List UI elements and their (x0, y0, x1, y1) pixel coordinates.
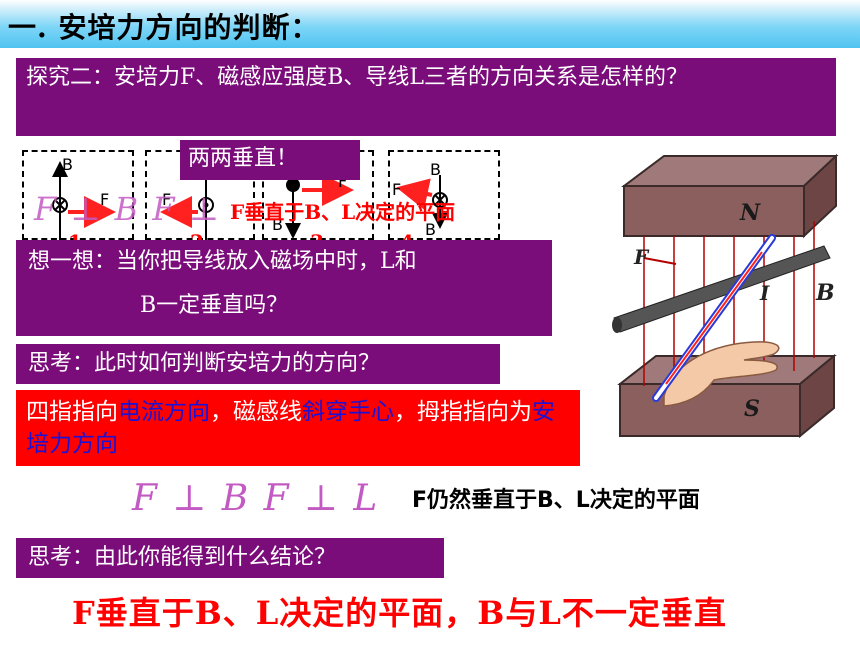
rule-part3: ，磁感线 (210, 399, 302, 425)
figure-label-b: B (815, 280, 835, 306)
think-box-2: 思考：此时如何判断安培力的方向？ (16, 344, 500, 384)
label-f-3: F (338, 172, 348, 191)
rule-current-dir: 电流方向 (118, 399, 210, 425)
figure-label-s: S (744, 396, 760, 422)
think1-line1: 想一想：当你把导线放入磁场中时，L和 (28, 249, 417, 274)
figure-label-f: F (633, 245, 650, 269)
label-b-1: B (62, 155, 73, 174)
explore-question: 探究二：安培力F、磁感应强度B、导线L三者的方向关系是怎样的？ (16, 58, 836, 136)
rule-part5: ，拇指指向为 (394, 399, 532, 425)
figure-label-n: N (739, 200, 761, 226)
figure-label-i: I (759, 281, 770, 305)
rule-part1: 四指指向 (26, 399, 118, 425)
label-f-1: F (100, 190, 110, 209)
perpendicular-popup: 两两垂直！ (180, 140, 360, 180)
f-vector-4 (396, 178, 433, 210)
label-b-4: B (430, 160, 441, 179)
formula-note: F仍然垂直于B、L决定的平面 (412, 488, 700, 513)
current-into-4 (432, 192, 448, 208)
diagram-box-4 (388, 150, 500, 240)
think-box-1: 想一想：当你把导线放入磁场中时，L和 B一定垂直吗？ (16, 240, 552, 336)
think2-text: 思考：此时如何判断安培力的方向？ (28, 351, 381, 376)
current-into-1 (52, 197, 68, 213)
label-b-4b: B (425, 220, 436, 239)
magnet-hand-figure: F I B N S (604, 146, 858, 464)
left-hand-rule: 四指指向电流方向，磁感线斜穿手心，拇指指向为安培力方向 (16, 390, 580, 466)
think3-text: 思考：由此你能得到什么结论？ (28, 545, 337, 570)
diagram-red-note: F垂直于B、L决定的平面 (230, 200, 456, 224)
current-out-3 (286, 178, 300, 192)
think1-line2: B一定垂直吗？ (140, 293, 289, 318)
conclusion-text: F垂直于B、L决定的平面，B与L不一定垂直 (72, 594, 727, 632)
label-f-4: F (392, 180, 402, 199)
popup-text: 两两垂直！ (188, 146, 299, 171)
current-out-2 (198, 197, 214, 213)
label-f-2: F (162, 190, 172, 209)
diagram-box-1 (22, 150, 134, 240)
explore-text: 探究二：安培力F、磁感应强度B、导线L三者的方向关系是怎样的？ (26, 65, 689, 90)
label-b-3: B (272, 215, 283, 234)
rule-palm: 斜穿手心 (302, 399, 394, 425)
rule-force-dir: 安培力方向 (26, 399, 555, 457)
diagram-overlay-formula: F ⊥ B F ⊥ (34, 190, 221, 228)
page-title: 一. 安培力方向的判断： (8, 11, 320, 44)
perpendicular-formula: F ⊥ B F ⊥ L (132, 478, 380, 519)
diagram-vectors (52, 161, 448, 240)
title-bar: 一. 安培力方向的判断： (0, 0, 860, 48)
think-box-3: 思考：由此你能得到什么结论？ (16, 538, 444, 578)
